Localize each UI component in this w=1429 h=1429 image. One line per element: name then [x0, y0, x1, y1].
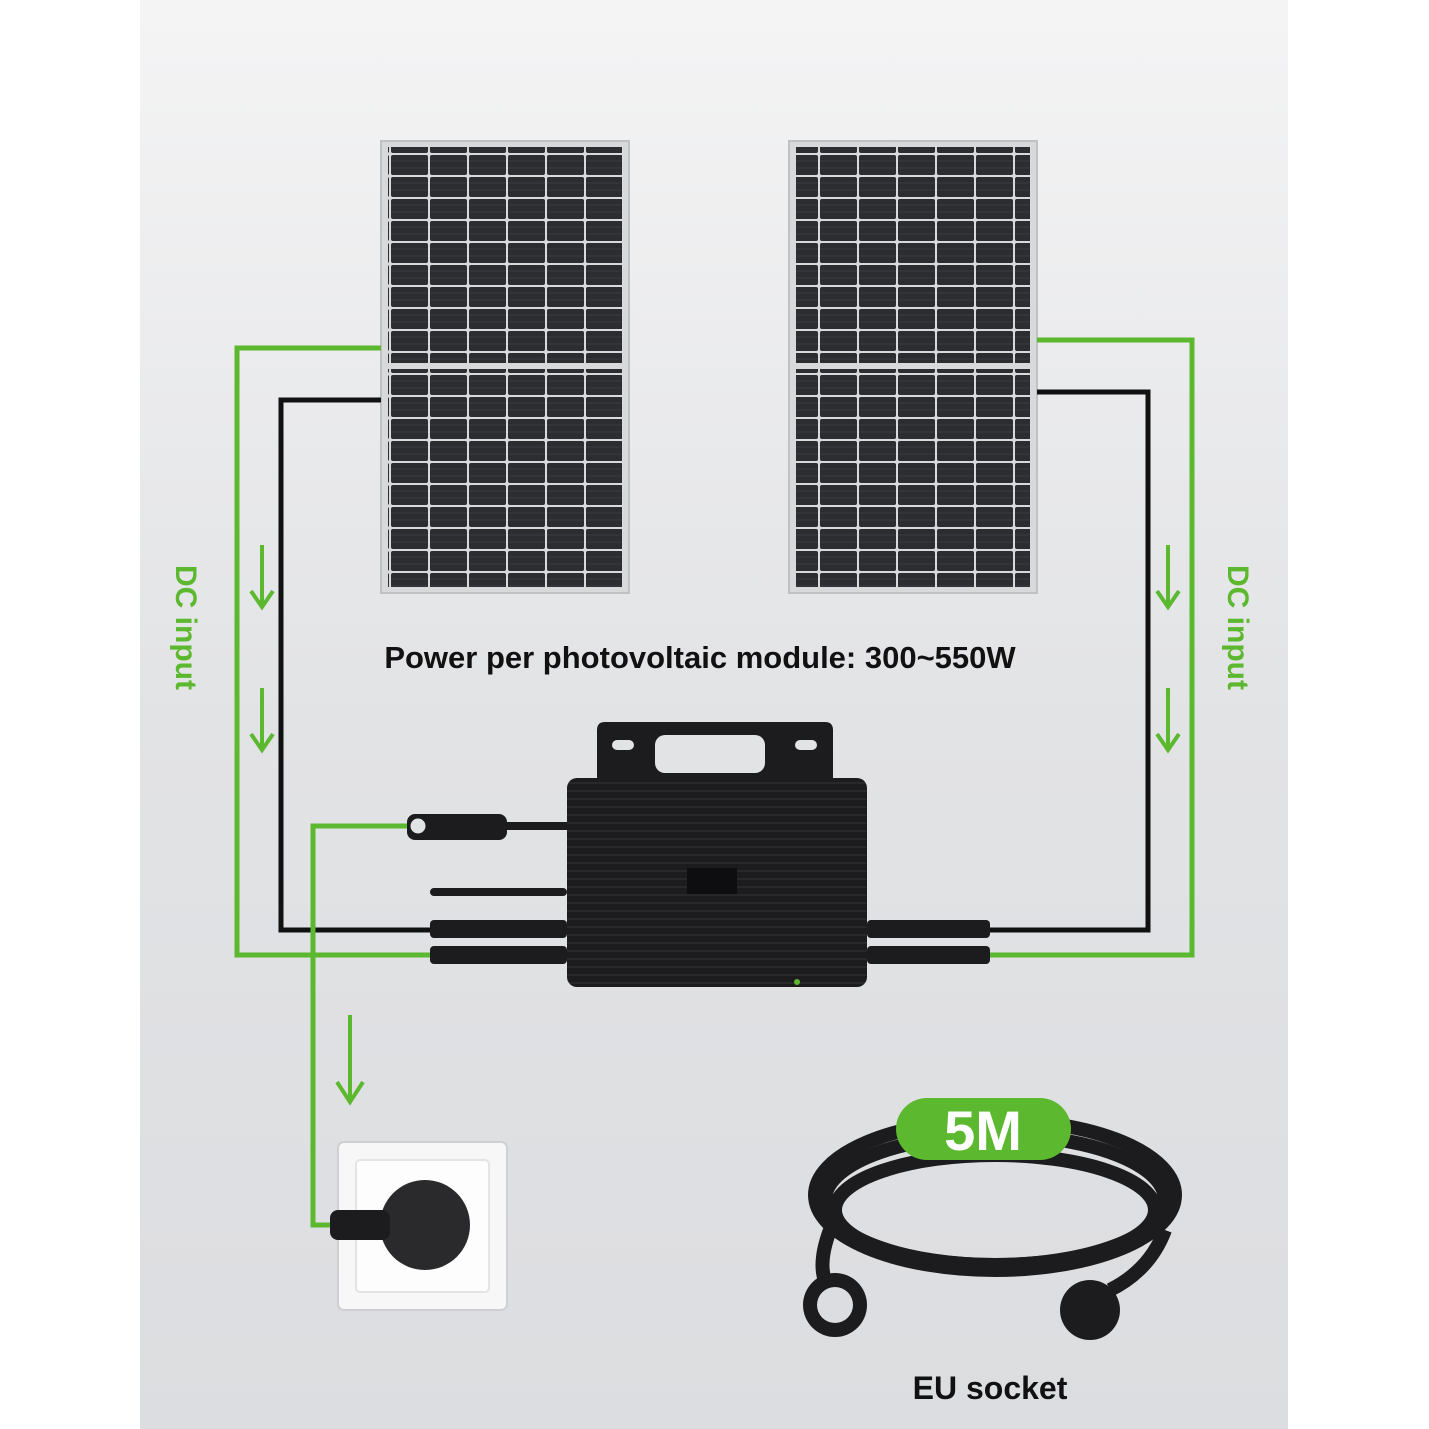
ac-wire — [310, 823, 410, 1228]
wall-socket-icon — [330, 1141, 508, 1311]
dc-input-label-right: DC input — [1221, 565, 1254, 690]
solar-panel-right — [788, 140, 1038, 594]
dc-wire-left-negative — [278, 397, 432, 933]
module-power-label: Power per photovoltaic module: 300~550W — [384, 640, 1016, 675]
solar-panel-left — [380, 140, 630, 594]
cable-length-badge: 5M — [896, 1098, 1071, 1162]
dc-wire-left-positive — [234, 345, 432, 958]
dc-wire-right-negative — [990, 389, 1151, 933]
dc-wire-right-positive — [990, 337, 1195, 958]
microinverter-icon — [407, 722, 990, 987]
eu-socket-label: EU socket — [913, 1370, 1068, 1406]
arrow-down-icon — [335, 1015, 365, 1106]
dc-input-label-left: DC input — [169, 565, 202, 690]
cable-length-label: 5M — [944, 1099, 1022, 1162]
background — [140, 0, 1288, 1429]
